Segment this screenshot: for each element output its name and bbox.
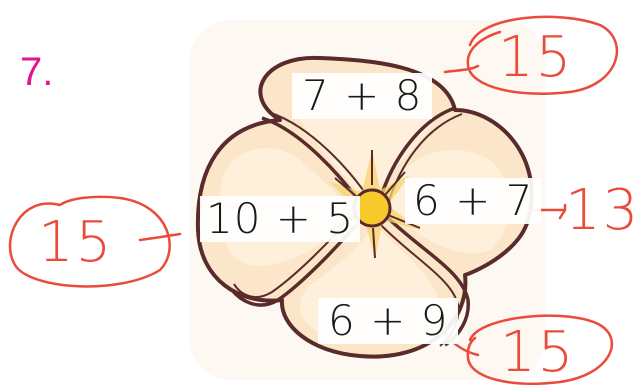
connector-left	[140, 234, 180, 240]
answer-left: 15	[38, 215, 113, 271]
petal-left-expression: 10 + 5	[200, 196, 360, 242]
answer-top: 15	[498, 30, 573, 86]
answer-right: 13	[565, 183, 640, 239]
petal-right-expression: 6 + 7	[405, 178, 541, 224]
petal-bottom-expression: 6 + 9	[318, 298, 458, 344]
petal-top-expression: 7 + 8	[292, 73, 432, 119]
question-number: 7.	[20, 50, 53, 95]
answer-bottom: 15	[500, 325, 575, 381]
